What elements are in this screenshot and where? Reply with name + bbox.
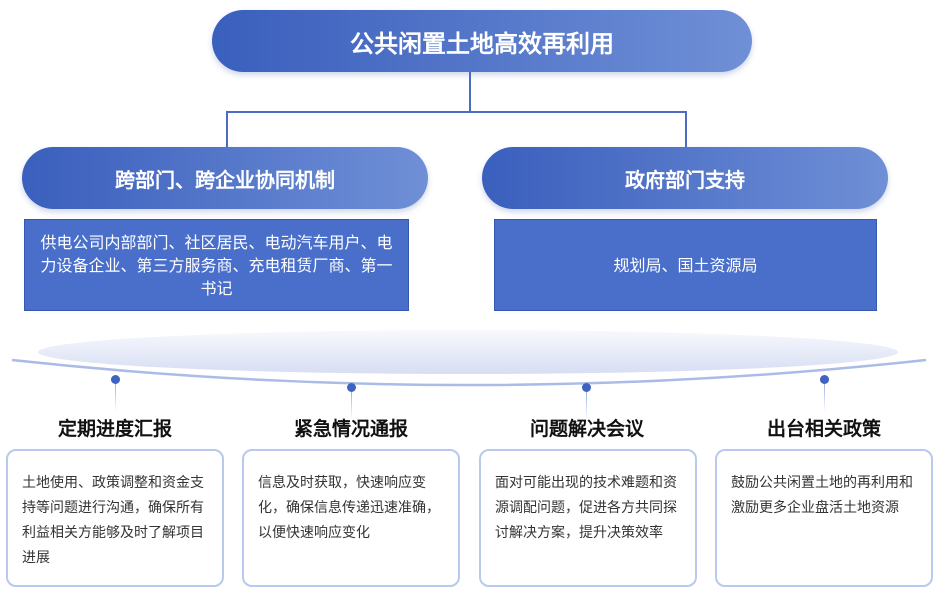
item-card: 面对可能出现的技术难题和资源调配问题，促进各方共同探讨解决方案，提升决策效率 — [479, 449, 697, 587]
connector — [226, 111, 687, 113]
timeline-stem — [115, 384, 116, 412]
timeline-dot — [582, 383, 591, 392]
timeline-dot — [820, 375, 829, 384]
main-title: 公共闲置土地高效再利用 — [212, 10, 752, 72]
arc-ring — [11, 358, 927, 387]
item-title: 定期进度汇报 — [57, 418, 172, 440]
timeline-stem — [586, 392, 587, 420]
platform-ellipse — [38, 330, 898, 374]
connector — [685, 111, 687, 147]
timeline-dot — [111, 375, 120, 384]
item-title: 出台相关政策 — [766, 418, 881, 440]
item-card: 土地使用、政策调整和资金支持等问题进行沟通，确保所有利益相关方能够及时了解项目进… — [6, 449, 224, 587]
timeline-stem — [351, 392, 352, 420]
connector — [226, 111, 228, 147]
item-card: 鼓励公共闲置土地的再利用和激励更多企业盘活土地资源 — [715, 449, 933, 587]
branch-government-detail: 规划局、国土资源局 — [494, 219, 877, 311]
branch-government: 政府部门支持 — [482, 147, 888, 209]
timeline-dot — [347, 383, 356, 392]
branch-collaboration: 跨部门、跨企业协同机制 — [22, 147, 428, 209]
branch-collaboration-detail: 供电公司内部部门、社区居民、电动汽车用户、电力设备企业、第三方服务商、充电租赁厂… — [24, 219, 409, 311]
item-title: 问题解决会议 — [529, 418, 644, 440]
item-title: 紧急情况通报 — [293, 418, 408, 440]
timeline-stem — [824, 384, 825, 412]
connector — [469, 72, 471, 112]
item-card: 信息及时获取，快速响应变化，确保信息传递迅速准确，以便快速响应变化 — [242, 449, 460, 587]
